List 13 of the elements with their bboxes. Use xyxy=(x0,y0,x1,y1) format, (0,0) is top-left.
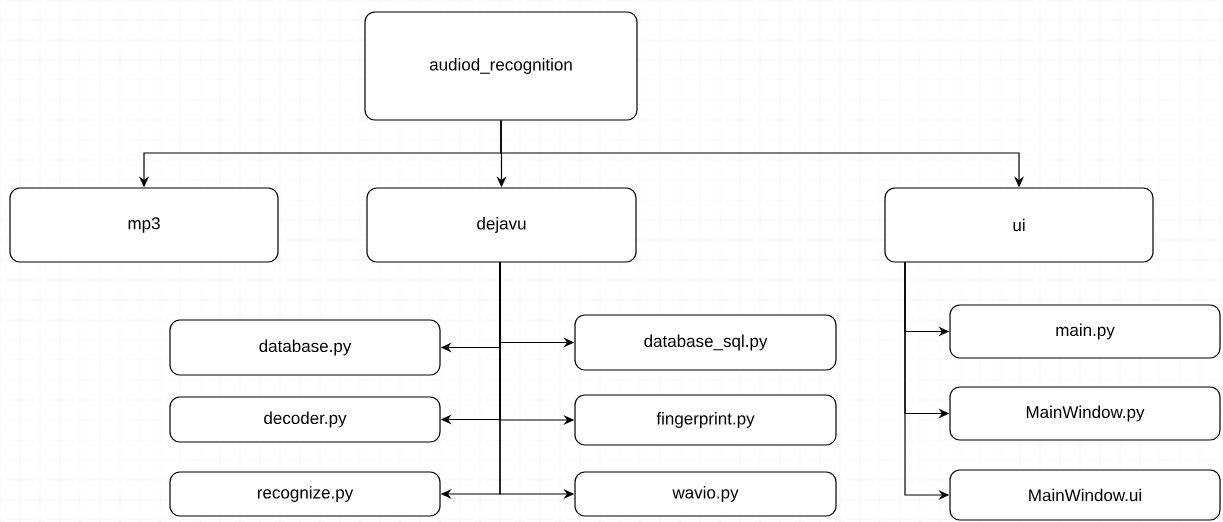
file-box: MainWindow.py xyxy=(949,386,1221,441)
file-box: audiod_recognition xyxy=(364,11,638,121)
file-box: wavio.py xyxy=(574,471,837,517)
file-box: ui xyxy=(884,187,1154,263)
file-box: fingerprint.py xyxy=(574,394,837,446)
file-box: database_sql.py xyxy=(574,314,837,371)
file-box: mp3 xyxy=(9,187,279,263)
file-box: database.py xyxy=(169,319,441,376)
file-box: MainWindow.ui xyxy=(949,469,1221,521)
file-box: decoder.py xyxy=(169,396,441,443)
file-box: main.py xyxy=(949,304,1221,359)
file-box: recognize.py xyxy=(169,471,441,517)
file-box: dejavu xyxy=(366,187,637,263)
